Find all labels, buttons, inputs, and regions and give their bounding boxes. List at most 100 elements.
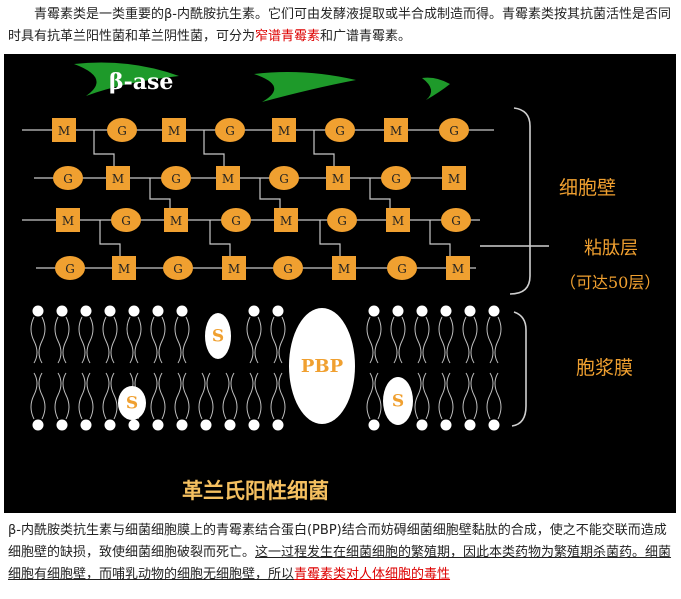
lipid-tail — [462, 316, 478, 364]
lipid-tail — [366, 316, 382, 364]
lipid-tail — [270, 372, 286, 420]
glcnac-label: G — [279, 172, 289, 186]
lipid-tail — [246, 372, 262, 420]
lipid-head — [128, 305, 140, 317]
lipid-tail — [366, 372, 382, 420]
glcnac-unit — [387, 256, 417, 280]
glcnac-label: G — [225, 124, 235, 138]
murnac-unit — [272, 118, 296, 142]
glcnac-unit — [161, 166, 191, 190]
murnac-label: M — [62, 214, 74, 228]
lipid-head — [416, 419, 428, 431]
murnac-unit — [112, 256, 136, 280]
murnac-label: M — [58, 124, 70, 138]
lipid-head — [440, 305, 452, 317]
lipid-tail — [174, 316, 190, 364]
murnac-label: M — [118, 262, 130, 276]
lipid-head — [488, 419, 500, 431]
lipid-head — [176, 419, 188, 431]
beta-lactamase-label: β-ase — [109, 69, 173, 95]
glcnac-label: G — [449, 124, 459, 138]
glcnac-unit — [215, 118, 245, 142]
murnac-label: M — [452, 262, 464, 276]
lipid-head — [104, 419, 116, 431]
lipid-tail — [246, 316, 262, 364]
murnac-label: M — [390, 124, 402, 138]
lipid-head — [32, 305, 44, 317]
membrane-bracket — [511, 311, 527, 427]
glcnac-unit — [269, 166, 299, 190]
body-paragraph: β-内酰胺类抗生素与细菌细胞膜上的青霉素结合蛋白(PBP)结合而妨碍细菌细胞壁黏… — [8, 520, 676, 586]
lipid-head — [80, 419, 92, 431]
lipid-head — [272, 419, 284, 431]
murnac-unit — [52, 118, 76, 142]
lipid-head — [440, 419, 452, 431]
lipid-tail — [486, 372, 502, 420]
glcnac-unit — [327, 208, 357, 232]
lipid-tail — [78, 372, 94, 420]
murnac-label: M — [112, 172, 124, 186]
s-protein-label: S — [126, 394, 138, 414]
murnac-label: M — [332, 172, 344, 186]
narrow-spectrum-link[interactable]: 窄谱青霉素 — [255, 29, 321, 44]
murnac-label: M — [170, 214, 182, 228]
lipid-tail — [150, 316, 166, 364]
lipid-tail — [270, 316, 286, 364]
cell-wall-bracket — [509, 107, 531, 295]
murnac-label: M — [222, 172, 234, 186]
murnac-label: M — [448, 172, 460, 186]
murnac-unit — [384, 118, 408, 142]
murnac-unit — [446, 256, 470, 280]
intro-text-2: 和广谱青霉素。 — [320, 29, 412, 44]
lipid-tail — [126, 316, 142, 364]
s-protein-label: S — [392, 392, 404, 412]
glcnac-unit — [55, 256, 85, 280]
lipid-head — [200, 419, 212, 431]
pbp-protein-label: PBP — [301, 356, 344, 377]
lipid-head — [248, 419, 260, 431]
lipid-tail — [54, 372, 70, 420]
lipid-head — [416, 305, 428, 317]
lipid-head — [80, 305, 92, 317]
murnac-label: M — [392, 214, 404, 228]
lipid-tail — [222, 372, 238, 420]
figure-caption: 革兰氏阳性细菌 — [182, 478, 329, 503]
lipid-head — [464, 419, 476, 431]
glcnac-unit — [439, 118, 469, 142]
glcnac-label: G — [397, 262, 407, 276]
s-protein — [118, 386, 146, 420]
lipid-head — [104, 305, 116, 317]
s-protein — [205, 313, 231, 359]
intro-text-1: 青霉素类是一类重要的β-内酰胺抗生素。它们可由发酵液提取或半合成制造而得。青霉素… — [8, 7, 671, 44]
lipid-head — [128, 419, 140, 431]
pbp-protein — [289, 308, 355, 424]
glcnac-unit — [273, 256, 303, 280]
lipid-tail — [30, 316, 46, 364]
lipid-tail — [150, 372, 166, 420]
glcnac-unit — [163, 256, 193, 280]
murnac-label: M — [228, 262, 240, 276]
glcnac-unit — [53, 166, 83, 190]
s-protein — [383, 377, 413, 425]
murnac-unit — [326, 166, 350, 190]
enzyme-blade — [254, 72, 356, 102]
lipid-head — [56, 419, 68, 431]
plasma-membrane-label: 胞浆膜 — [576, 357, 633, 379]
glcnac-label: G — [451, 214, 461, 228]
enzyme-blade — [74, 62, 179, 96]
glcnac-unit — [111, 208, 141, 232]
lipid-tail — [102, 372, 118, 420]
cell-wall-label: 细胞壁 — [559, 177, 616, 199]
peptidoglycan-label: 粘肽层 — [584, 238, 638, 259]
lipid-head — [56, 305, 68, 317]
murnac-unit — [56, 208, 80, 232]
murnac-label: M — [168, 124, 180, 138]
murnac-unit — [386, 208, 410, 232]
toxicity-link[interactable]: 青霉素类对人体细胞的毒性 — [294, 567, 451, 582]
glcnac-unit — [381, 166, 411, 190]
glcnac-label: G — [337, 214, 347, 228]
lipid-head — [368, 305, 380, 317]
lipid-head — [392, 305, 404, 317]
lipid-head — [176, 305, 188, 317]
